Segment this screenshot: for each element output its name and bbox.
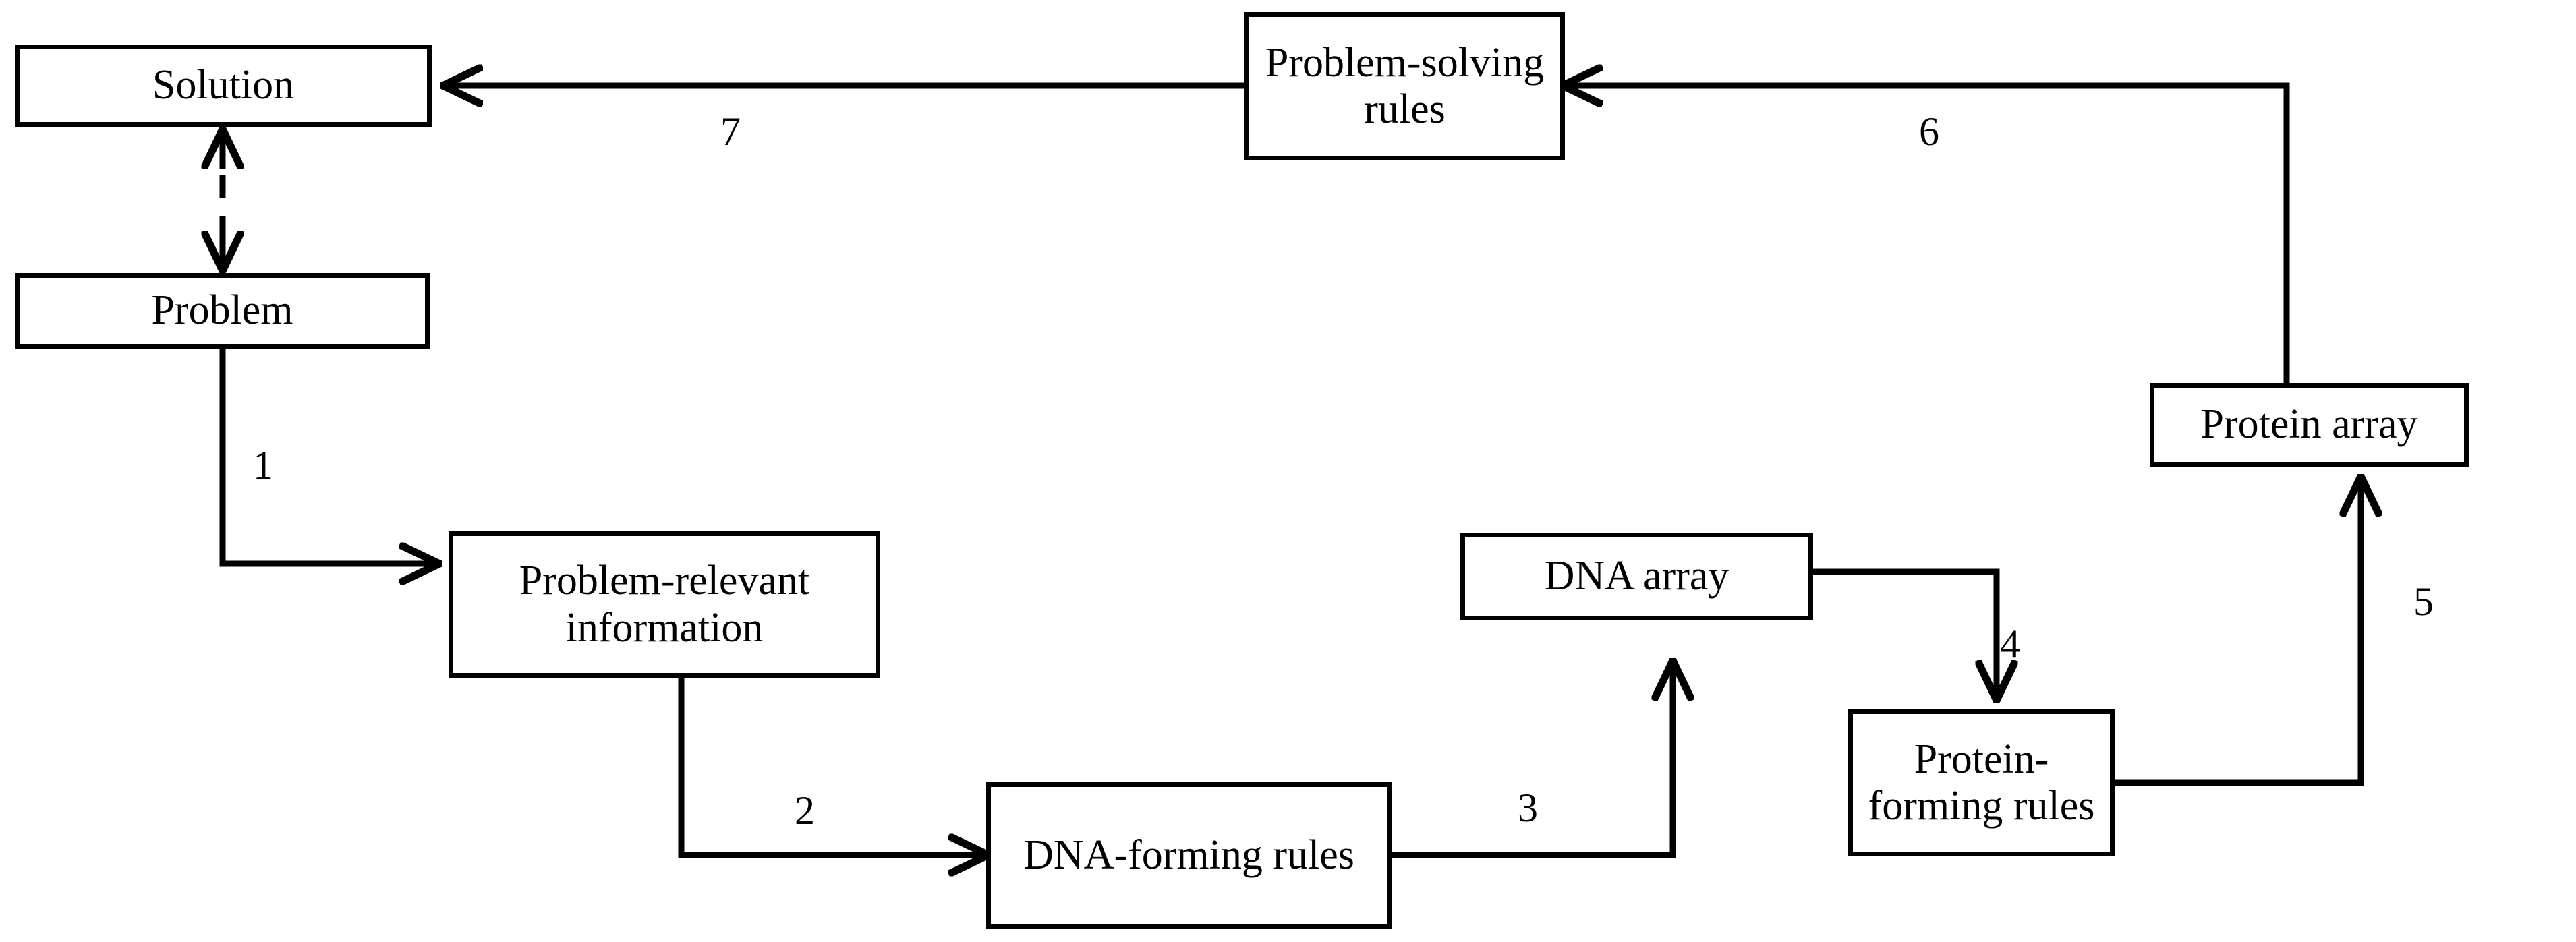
edge-label-7: 7 <box>720 109 741 154</box>
node-problem[interactable]: Problem <box>15 273 430 349</box>
node-problem-relevant-information-label: Problem-relevant information <box>519 558 810 651</box>
node-problem-relevant-information[interactable]: Problem-relevant information <box>449 531 880 678</box>
edge-label-5: 5 <box>2413 579 2434 624</box>
node-protein-array[interactable]: Protein array <box>2150 383 2469 467</box>
edge-label-3: 3 <box>1518 786 1538 830</box>
node-dna-array[interactable]: DNA array <box>1460 533 1813 620</box>
node-solution[interactable]: Solution <box>15 45 432 127</box>
connector-5 <box>2115 479 2361 786</box>
connector-6 <box>1565 86 2290 383</box>
node-dna-array-label: DNA array <box>1544 553 1729 599</box>
node-protein-forming-rules[interactable]: Protein-forming rules <box>1848 709 2115 856</box>
node-protein-forming-rules-label: Protein-forming rules <box>1868 736 2095 829</box>
edge-label-1: 1 <box>253 443 273 488</box>
connector-2 <box>678 678 986 855</box>
connector-1 <box>219 349 437 564</box>
node-problem-solving-rules-label: Problem-solving rules <box>1265 39 1545 132</box>
node-problem-label: Problem <box>151 287 293 334</box>
edge-label-6: 6 <box>1919 109 1939 154</box>
connector-3 <box>1392 663 1673 858</box>
connector-4 <box>1813 568 1997 698</box>
node-problem-solving-rules[interactable]: Problem-solving rules <box>1244 12 1565 160</box>
node-solution-label: Solution <box>152 62 295 109</box>
node-protein-array-label: Protein array <box>2200 401 2418 448</box>
edge-label-2: 2 <box>795 788 815 833</box>
node-dna-forming-rules[interactable]: DNA-forming rules <box>986 782 1392 929</box>
node-dna-forming-rules-label: DNA-forming rules <box>1023 831 1354 878</box>
edge-label-4: 4 <box>2000 622 2020 666</box>
